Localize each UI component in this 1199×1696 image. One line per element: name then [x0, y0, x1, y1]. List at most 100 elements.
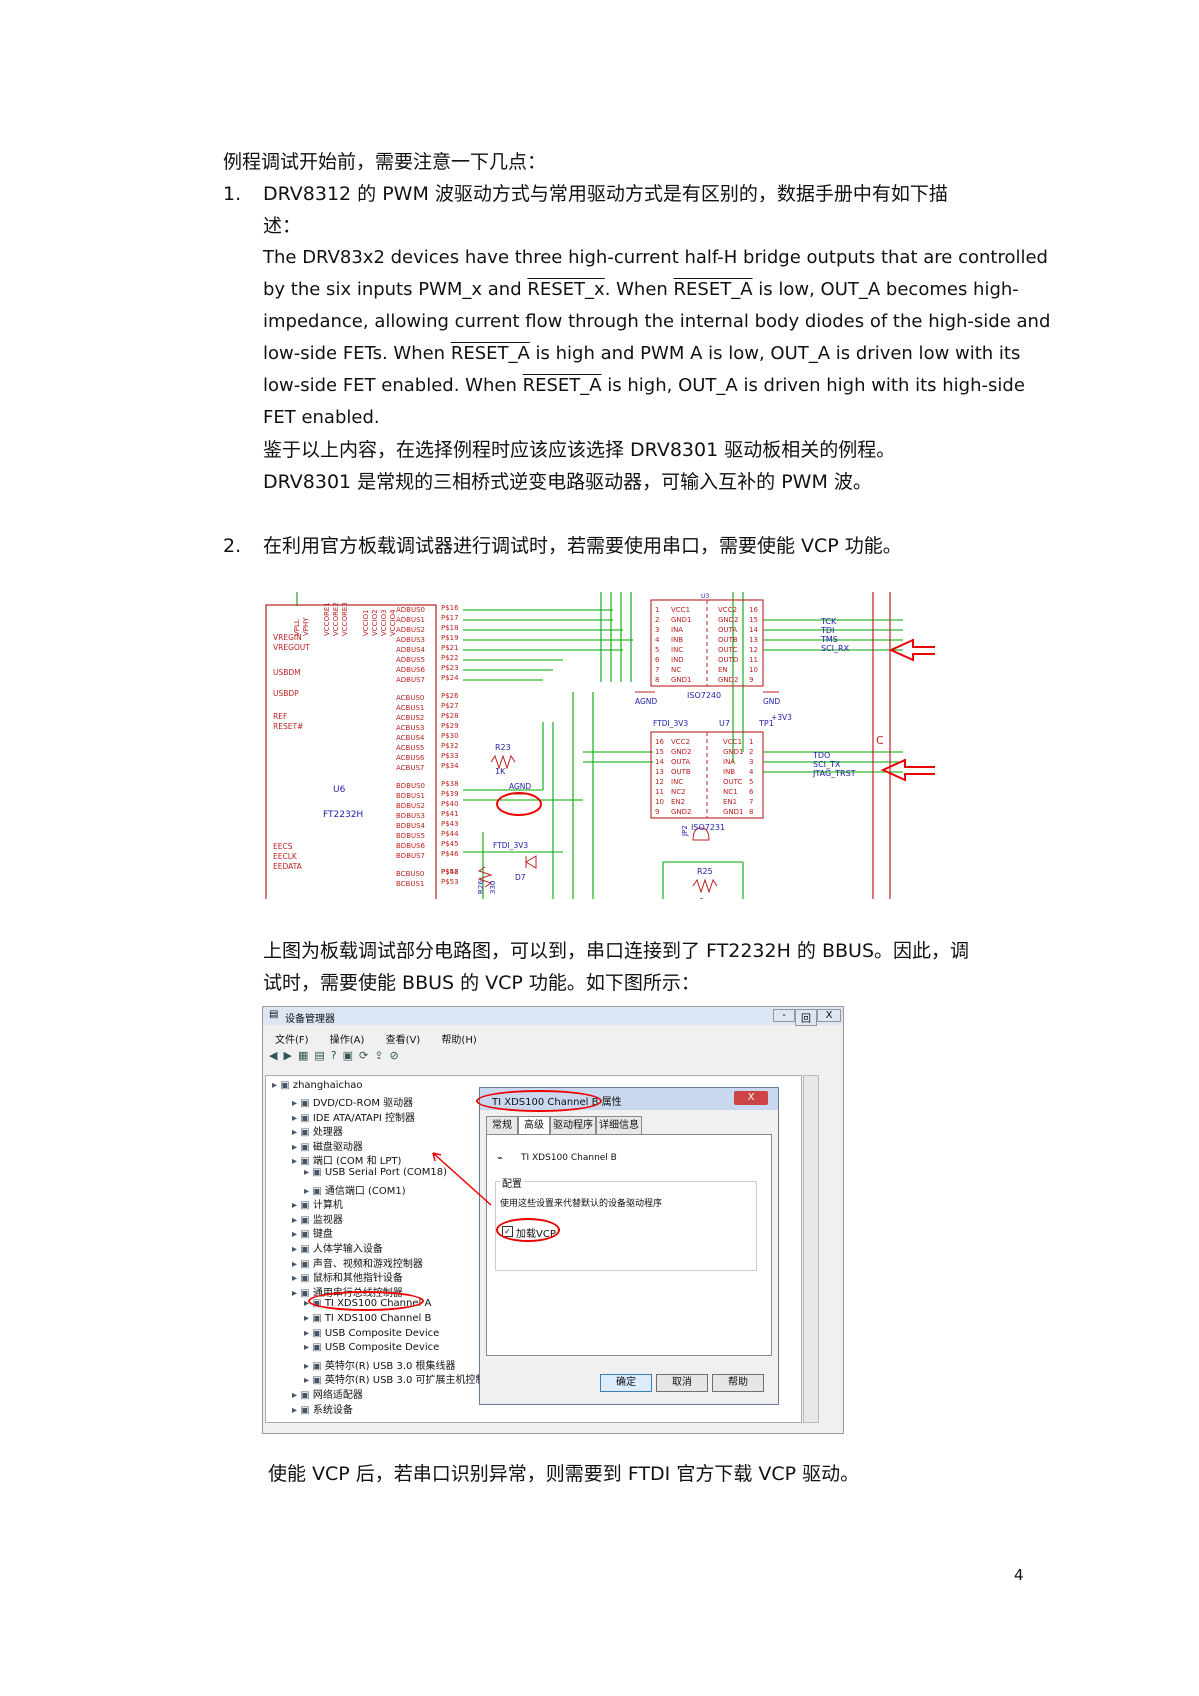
iso7240-pin-number: 7 — [655, 666, 659, 674]
menu-file[interactable]: 文件(F) — [275, 1035, 309, 1046]
maximize-button[interactable]: 回 — [795, 1009, 817, 1026]
u6-right-pin: ACBUS6 — [396, 754, 425, 762]
iso7231-pin: INC — [671, 778, 683, 786]
cancel-button[interactable]: 取消 — [656, 1374, 708, 1392]
iso7240-pin-number: 11 — [749, 656, 758, 664]
properties-icon[interactable]: ▦ — [297, 1049, 315, 1062]
iso7240-pin-number: 15 — [749, 616, 758, 624]
u6-left-pin: EECLK — [273, 852, 298, 861]
u6-pin-number: P$48 — [441, 868, 459, 876]
tree-item[interactable]: ▸ ▣ USB Composite Device — [304, 1328, 439, 1339]
tree-item[interactable]: ▸ ▣ 处理器 — [292, 1123, 343, 1138]
iso7240-pin: VCC1 — [671, 606, 690, 614]
tree-root[interactable]: ▸ ▣ zhanghaichao — [272, 1080, 363, 1091]
u6-power-pin: VPLL — [293, 619, 301, 636]
scan-icon[interactable]: ⟳ — [359, 1049, 375, 1062]
u6-pin-number: P$24 — [441, 674, 459, 682]
tree-item[interactable]: ▸ ▣ 鼠标和其他指针设备 — [292, 1269, 403, 1284]
help-button[interactable]: 帮助 — [712, 1374, 764, 1392]
english-line-2e: is low, OUT_A becomes high- — [752, 279, 1019, 300]
tab-advanced[interactable]: 高级 — [518, 1116, 550, 1134]
reset-x-signal: RESET_x — [527, 279, 605, 300]
u6-right-pin: ADBUS5 — [396, 656, 425, 664]
tree-item[interactable]: ▸ ▣ IDE ATA/ATAPI 控制器 — [292, 1109, 415, 1124]
d7-symbol — [525, 855, 537, 869]
reset-a-signal: RESET_A — [522, 375, 602, 396]
tree-item[interactable]: ▸ ▣ 通信端口 (COM1) — [304, 1182, 406, 1197]
list-icon[interactable]: ▤ — [314, 1049, 331, 1062]
u6-pin-number: P$52 — [441, 868, 459, 876]
tree-item[interactable]: ▸ ▣ USB Composite Device — [304, 1342, 439, 1353]
device-name: TI XDS100 Channel B — [521, 1153, 617, 1163]
iso7231-pin-number: 8 — [749, 808, 753, 816]
tree-item-label: 监视器 — [312, 1214, 343, 1226]
close-button[interactable]: X — [817, 1009, 841, 1022]
vertical-scrollbar[interactable] — [803, 1075, 819, 1423]
dialog-close-button[interactable]: X — [734, 1091, 768, 1105]
jp2-designator: JP2 — [681, 825, 689, 837]
tree-item-label: 处理器 — [312, 1127, 343, 1139]
tree-item-label: 英特尔(R) USB 3.0 可扩展主机控制器 — [324, 1375, 496, 1387]
view-icon[interactable]: ▣ — [342, 1049, 359, 1062]
signal-label: TDI — [820, 626, 834, 635]
iso7231-pin: EN2 — [671, 798, 685, 806]
forward-icon[interactable]: ▶ — [283, 1049, 298, 1062]
iso7231-pin: EN1 — [723, 798, 737, 806]
signal-label: TCK — [820, 617, 837, 626]
tree-item[interactable]: ▸ ▣ 英特尔(R) USB 3.0 根集线器 — [304, 1357, 456, 1372]
tree-item[interactable]: ▸ ▣ 键盘 — [292, 1225, 333, 1240]
ok-button[interactable]: 确定 — [600, 1374, 652, 1392]
schematic-drawing: VREGINVREGOUTUSBDMUSBDPREFRESET#EECSEECL… — [265, 592, 959, 906]
menu-action[interactable]: 操作(A) — [329, 1035, 365, 1046]
u6-right-pin: BDBUS7 — [396, 852, 425, 860]
tree-item-label: USB Composite Device — [324, 1327, 440, 1339]
iso7240-pin-number: 10 — [749, 666, 758, 674]
tree-item[interactable]: ▸ ▣ DVD/CD-ROM 驱动器 — [292, 1094, 413, 1109]
iso7231-pin-number: 13 — [655, 768, 664, 776]
minimize-button[interactable]: - — [773, 1009, 795, 1022]
disable-icon[interactable]: ⊘ — [389, 1049, 405, 1062]
iso7240-pin-number: 13 — [749, 636, 758, 644]
tree-item[interactable]: ▸ ▣ 声音、视频和游戏控制器 — [292, 1255, 423, 1270]
tree-item-label: 网络适配器 — [312, 1390, 363, 1401]
u6-pin-number: P$39 — [441, 790, 459, 798]
arrow-sci-tx — [880, 758, 954, 782]
english-line-2: by the six inputs PWM_x and RESET_x. Whe… — [263, 274, 1019, 306]
iso7240-pin: VCC2 — [718, 606, 737, 614]
menu-view[interactable]: 查看(V) — [385, 1035, 421, 1046]
tree-item-label: 声音、视频和游戏控制器 — [312, 1258, 423, 1270]
device-icon: ▸ ▣ — [292, 1244, 313, 1255]
tree-item[interactable]: ▸ ▣ USB Serial Port (COM18) — [304, 1167, 447, 1178]
menu-help[interactable]: 帮助(H) — [441, 1035, 477, 1046]
tree-item-label: zhanghaichao — [292, 1080, 363, 1091]
help-icon[interactable]: ? — [330, 1049, 343, 1062]
item-1-conclusion-1: 鉴于以上内容，在选择例程时应该应该选择 DRV8301 驱动板相关的例程。 — [263, 439, 896, 461]
iso7231-pin: NC2 — [671, 788, 686, 796]
iso7231-pin-number: 2 — [749, 748, 753, 756]
iso7231-pin-number: 12 — [655, 778, 664, 786]
tree-item[interactable]: ▸ ▣ 监视器 — [292, 1211, 343, 1226]
u6-pin-number: P$19 — [441, 634, 459, 642]
tree-item-label: 人体学输入设备 — [312, 1244, 383, 1255]
back-icon[interactable]: ◀ — [269, 1049, 284, 1062]
gnd-symbols — [511, 691, 779, 795]
update-icon[interactable]: ⇪ — [374, 1049, 390, 1062]
tree-item[interactable]: ▸ ▣ 人体学输入设备 — [292, 1240, 383, 1255]
u6-left-pin: USBDM — [273, 668, 301, 677]
english-line-5c: is high, OUT_A is driven high with its h… — [601, 375, 1025, 396]
iso7231-pin: GND2 — [671, 808, 692, 816]
u6-pin-number: P$32 — [441, 742, 459, 750]
u6-right-pin: ACBUS4 — [396, 734, 425, 742]
iso7240-pin: INC — [671, 646, 683, 654]
tree-item[interactable]: ▸ ▣ TI XDS100 Channel B — [304, 1313, 431, 1324]
d7-designator: D7 — [515, 873, 526, 882]
tree-item[interactable]: ▸ ▣ 磁盘驱动器 — [292, 1138, 363, 1153]
tree-item[interactable]: ▸ ▣ 系统设备 — [292, 1401, 353, 1416]
intro-text: 例程调试开始前，需要注意一下几点： — [223, 151, 547, 173]
device-icon: ▸ ▣ — [304, 1167, 325, 1178]
tree-item[interactable]: ▸ ▣ 端口 (COM 和 LPT) — [292, 1152, 401, 1167]
tree-item[interactable]: ▸ ▣ 网络适配器 — [292, 1386, 363, 1401]
tree-item[interactable]: ▸ ▣ 英特尔(R) USB 3.0 可扩展主机控制器 — [304, 1371, 496, 1386]
u6-left-pin: EEDATA — [273, 862, 303, 871]
tree-item[interactable]: ▸ ▣ 计算机 — [292, 1196, 343, 1211]
